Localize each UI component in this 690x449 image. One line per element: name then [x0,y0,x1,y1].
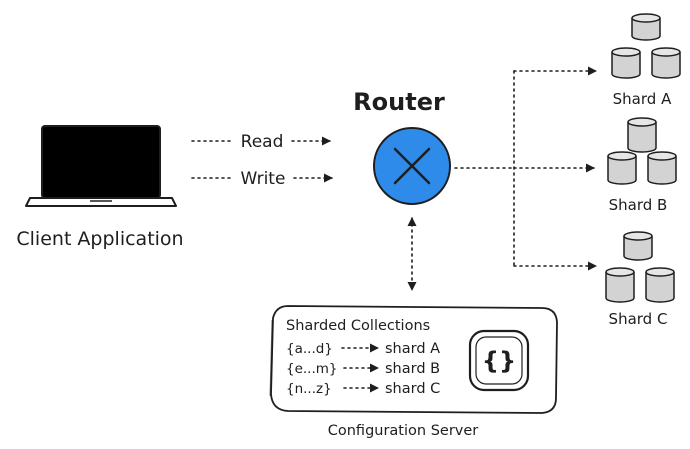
write-label: Write [241,169,286,189]
shard-a-label: Shard A [613,90,672,108]
shard-c-database-icon [605,231,675,303]
mapping-range-a: {a...d} [286,341,333,357]
mapping-target-b: shard B [385,361,440,377]
json-braces-icon: {} [468,329,530,392]
shard-a-database-icon [611,13,681,79]
sharded-collections-title: Sharded Collections [286,318,430,334]
shard-b-label: Shard B [609,196,668,214]
configuration-server-label: Configuration Server [328,423,479,439]
json-braces-glyph: {} [482,347,516,375]
shard-c-label: Shard C [609,310,668,328]
configuration-server-box [269,305,558,414]
read-label: Read [241,132,284,152]
shard-b-database-icon [607,117,677,185]
client-application-label: Client Application [16,228,183,250]
router-icon [373,127,451,205]
router-label: Router [353,88,445,116]
mapping-target-a: shard A [385,341,440,357]
mapping-range-b: {e...m} [286,361,338,377]
client-laptop-icon [25,125,177,207]
mapping-target-c: shard C [385,381,440,397]
mapping-range-c: {n...z} [286,381,332,397]
router-to-shards-connector [454,66,597,271]
